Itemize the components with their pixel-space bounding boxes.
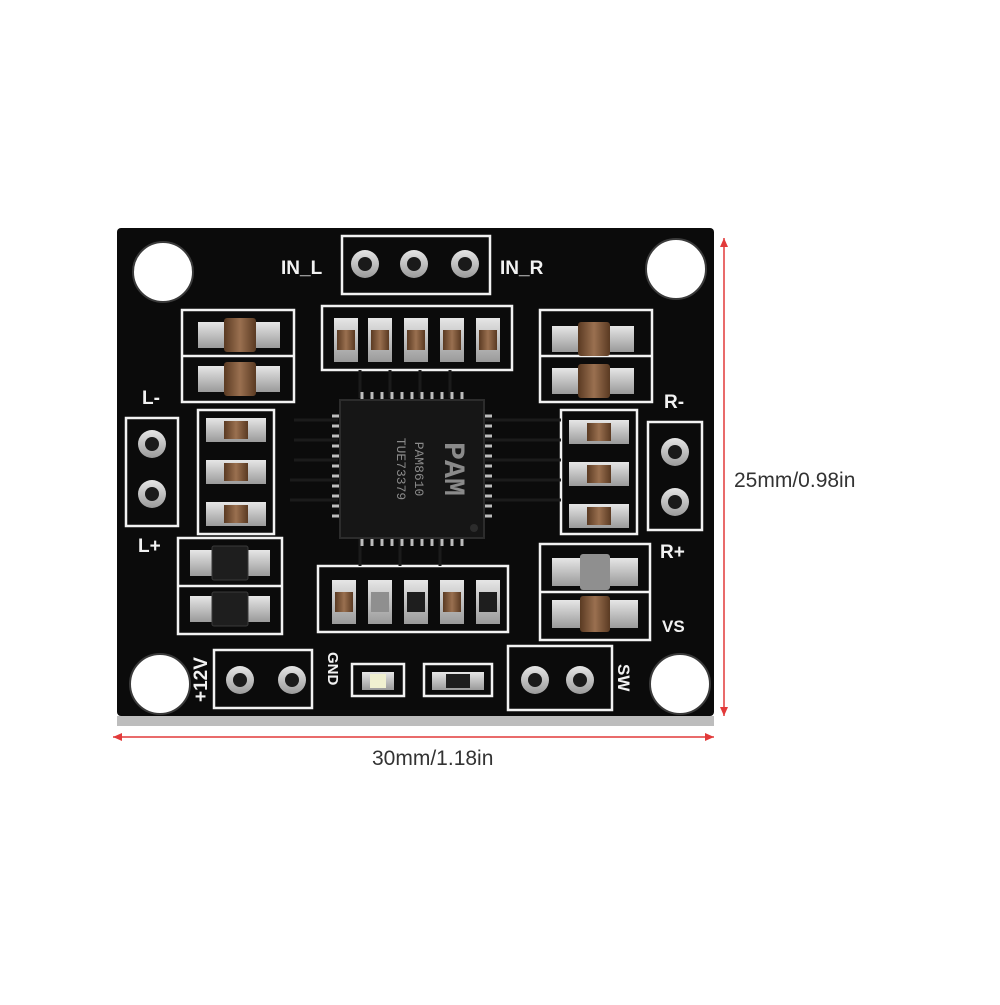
mounting-hole-icon — [645, 238, 707, 300]
label-l-plus: L+ — [138, 536, 161, 557]
label-12v: +12V — [191, 657, 212, 702]
diode-icon — [190, 591, 270, 627]
smd-capacitor-icon — [206, 418, 266, 442]
smd-capacitor-icon — [440, 580, 464, 624]
led-icon — [362, 672, 394, 690]
smd-capacitor-icon — [476, 318, 500, 362]
smd-capacitor-icon — [552, 322, 634, 356]
smd-capacitor-icon — [368, 580, 392, 624]
solder-pad-icon — [138, 480, 166, 508]
main-ic: PAM PAM8610 TUE73379 — [332, 392, 492, 546]
smd-capacitor-icon — [334, 318, 358, 362]
smd-capacitor-icon — [206, 460, 266, 484]
smd-resistor-icon — [404, 580, 428, 624]
label-sw: SW — [614, 664, 633, 692]
solder-pad-icon — [351, 250, 379, 278]
label-l-minus: L- — [142, 388, 160, 409]
smd-capacitor-icon — [198, 362, 280, 396]
smd-capacitor-icon — [569, 420, 629, 444]
chip-logo: PAM — [435, 442, 469, 496]
smd-capacitor-icon — [332, 580, 356, 624]
label-r-plus: R+ — [660, 542, 685, 563]
diode-icon — [190, 545, 270, 581]
smd-capacitor-icon — [368, 318, 392, 362]
solder-pad-icon — [138, 430, 166, 458]
solder-pad-icon — [451, 250, 479, 278]
silkscreen-outlines — [124, 234, 704, 712]
solder-pad-icon — [661, 488, 689, 516]
solder-pad-icon — [400, 250, 428, 278]
smd-capacitor-icon — [440, 318, 464, 362]
solder-pad-icon — [278, 666, 306, 694]
smd-capacitor-icon — [552, 364, 634, 398]
smd-resistor-icon — [476, 580, 500, 624]
chip-model: PAM8610 — [411, 442, 426, 497]
label-r-minus: R- — [664, 392, 684, 413]
width-dimension-label: 30mm/1.18in — [372, 747, 494, 770]
mounting-hole-icon — [129, 653, 191, 715]
smd-capacitor-icon — [206, 502, 266, 526]
ic-pins — [332, 392, 492, 546]
smd-capacitor-icon — [552, 554, 638, 590]
mounting-hole-icon — [649, 653, 711, 715]
solder-pad-icon — [566, 666, 594, 694]
smd-capacitor-icon — [552, 596, 638, 632]
label-gnd: GND — [324, 652, 341, 686]
smd-capacitor-icon — [404, 318, 428, 362]
height-dimension-label: 25mm/0.98in — [734, 469, 856, 492]
smd-capacitor-icon — [569, 504, 629, 528]
label-in-l: IN_L — [281, 258, 323, 279]
label-in-r: IN_R — [500, 258, 544, 279]
solder-pad-icon — [661, 438, 689, 466]
pcb-traces — [290, 370, 561, 566]
solder-pad-icon — [521, 666, 549, 694]
smd-resistor-icon — [432, 672, 484, 690]
solder-pad-icon — [226, 666, 254, 694]
smd-capacitor-icon — [198, 318, 280, 352]
mounting-hole-icon — [132, 241, 194, 303]
chip-lot: TUE73379 — [393, 438, 408, 500]
label-vs: VS — [662, 617, 685, 636]
smd-capacitor-icon — [569, 462, 629, 486]
